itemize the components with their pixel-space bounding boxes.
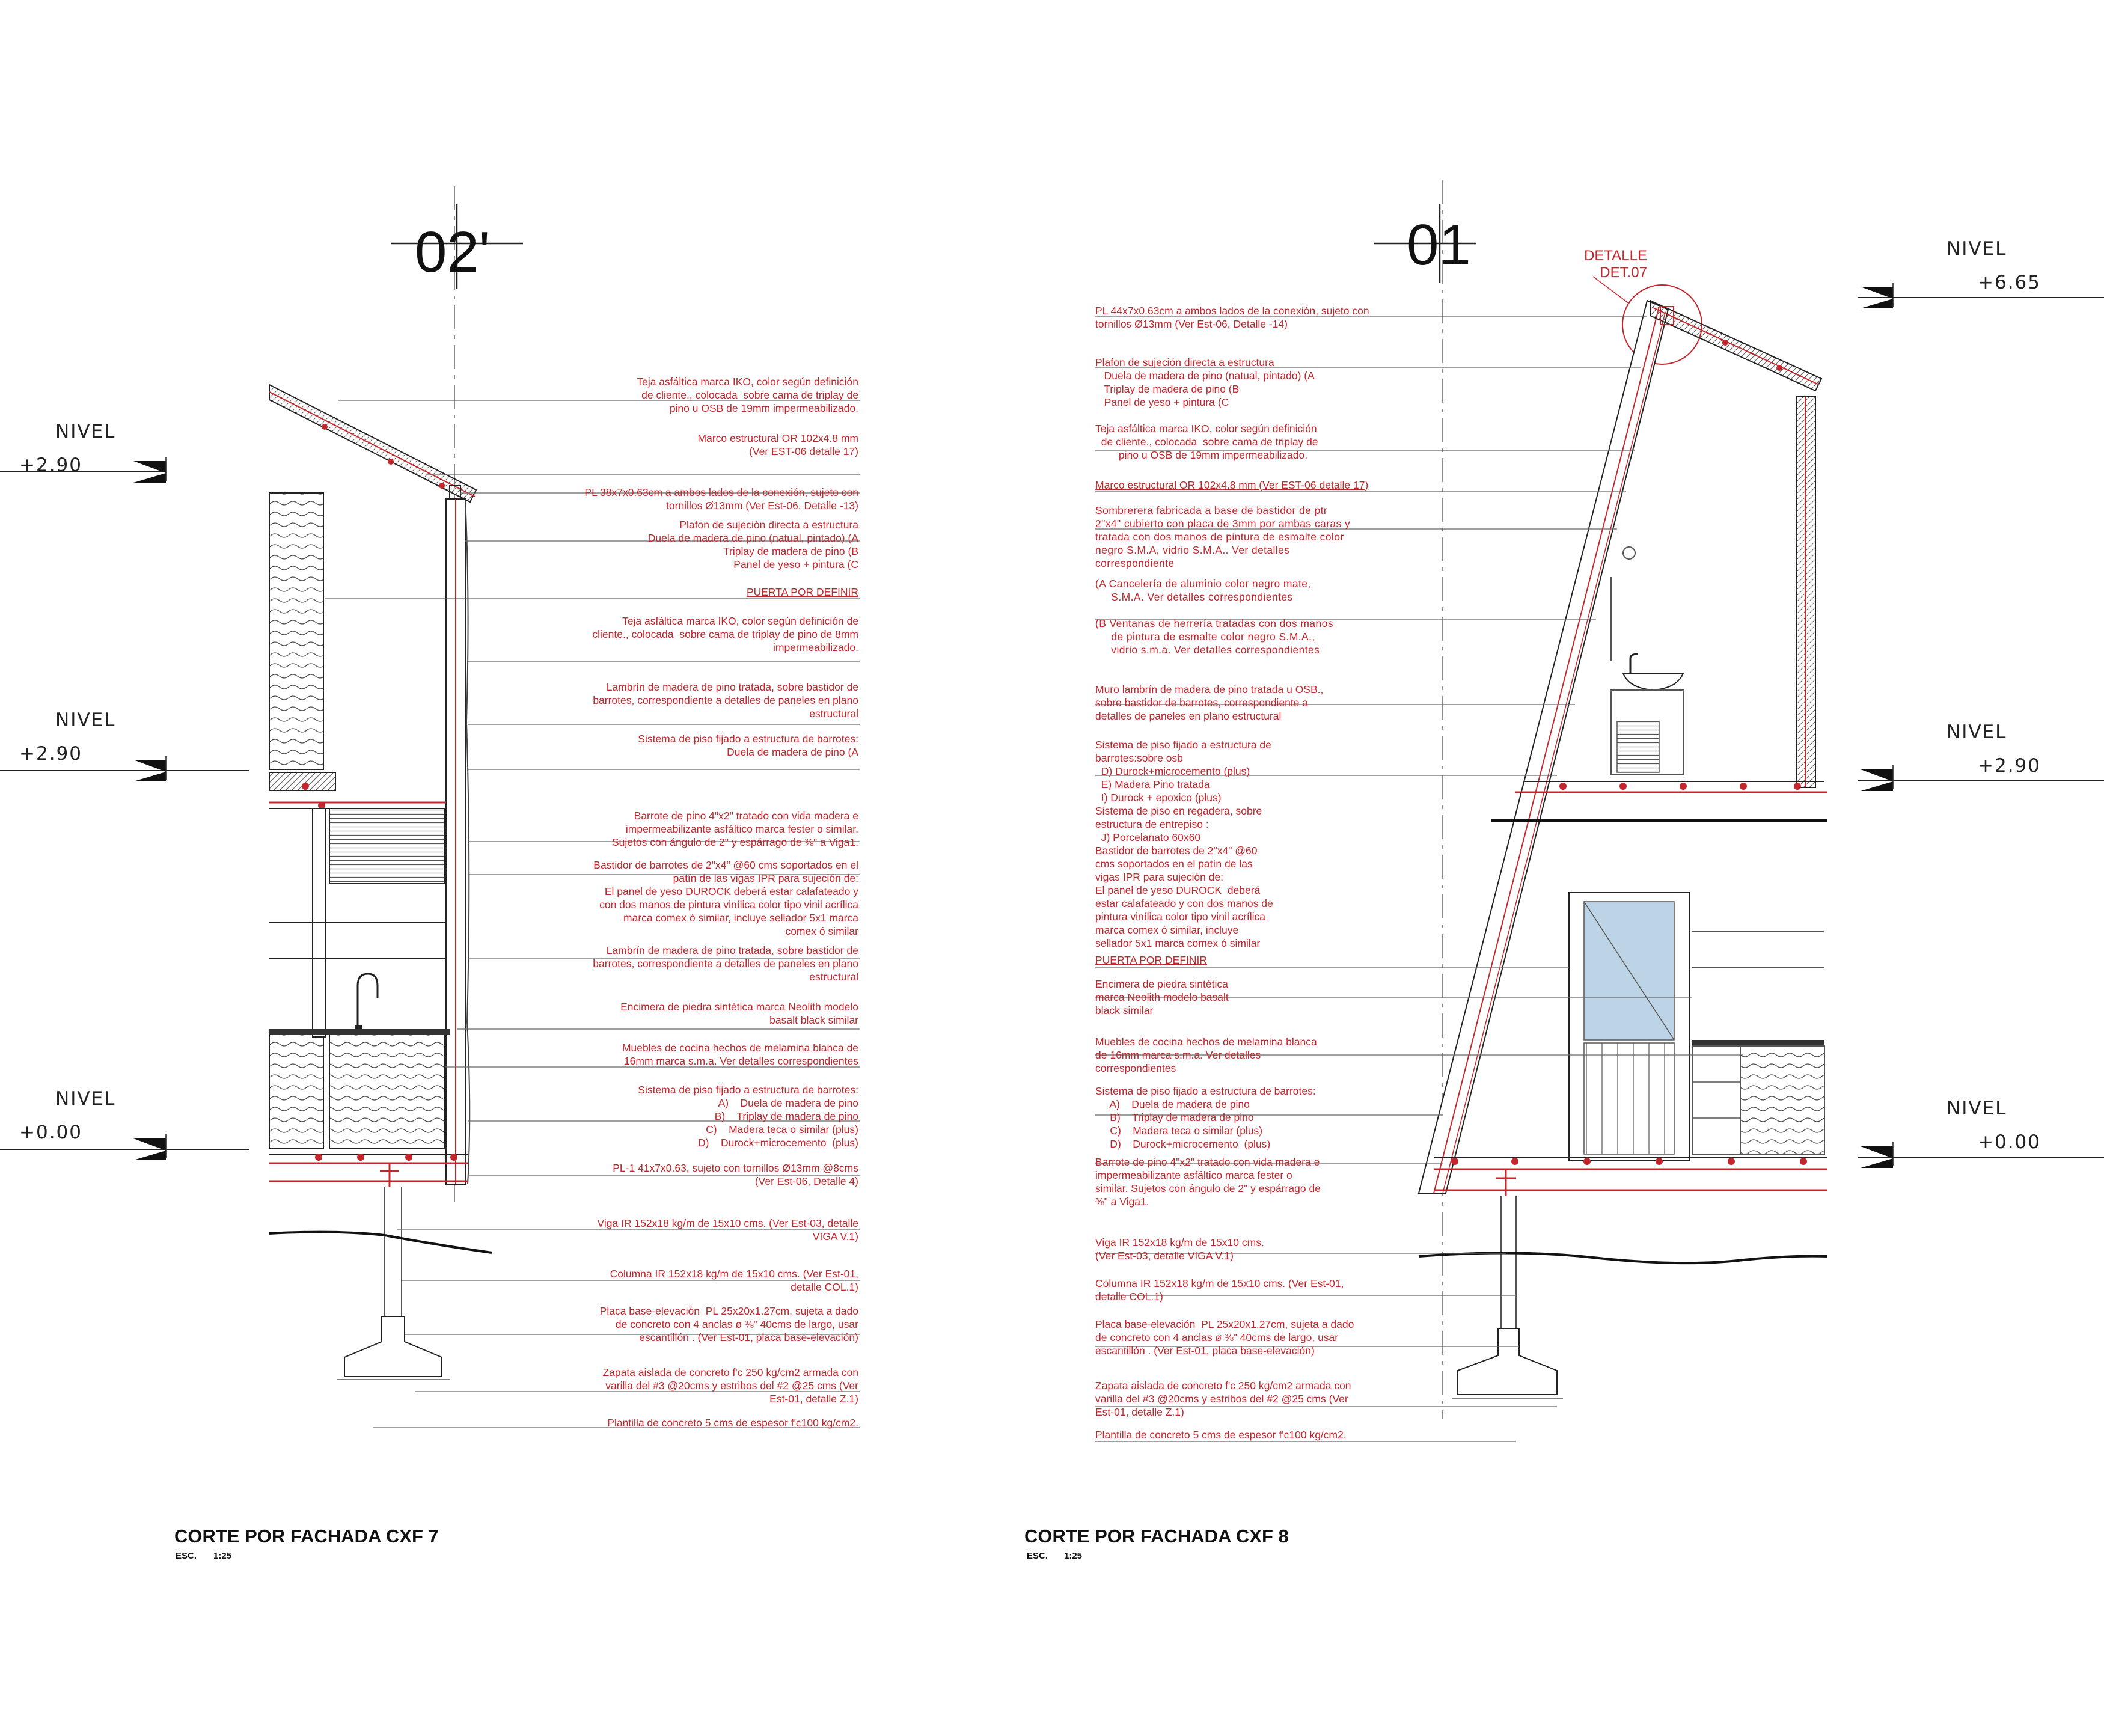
level-value: +2.90	[19, 743, 82, 765]
annotation: Barrote de pino 4"x2" tratado con vida m…	[1095, 1156, 1321, 1208]
level-label: NIVEL	[55, 709, 116, 731]
level-label: NIVEL	[55, 421, 116, 442]
annotation: Encimera de piedra sintética marca Neoli…	[620, 1001, 858, 1026]
level-value: +2.90	[19, 454, 82, 476]
annotation: Plantilla de concreto 5 cms de espesor f…	[607, 1417, 858, 1429]
grid-axis-label-right: 01	[1407, 213, 1471, 277]
annotation: Barrote de pino 4"x2" tratado con vida m…	[611, 810, 858, 848]
annotation: Viga IR 152x18 kg/m de 15x10 cms. (Ver E…	[597, 1217, 859, 1242]
annotation: PL 38x7x0.63cm a ambos lados de la conex…	[584, 486, 858, 512]
section-title-right: CORTE POR FACHADA CXF 8	[1024, 1526, 1289, 1547]
annotation: Marco estructural OR 102x4.8 mm (Ver EST…	[1095, 479, 1369, 491]
annotation: Encimera de piedra sintética marca Neoli…	[1095, 978, 1229, 1016]
annotation: Columna IR 152x18 kg/m de 15x10 cms. (Ve…	[1095, 1277, 1344, 1303]
annotation: (B Ventanas de herrería tratadas con dos…	[1095, 617, 1333, 656]
annotation: PL 44x7x0.63cm a ambos lados de la conex…	[1095, 305, 1369, 330]
grid-axis-label-left: 02'	[415, 220, 491, 284]
annotation: Placa base-elevación PL 25x20x1.27cm, su…	[1095, 1318, 1354, 1357]
annotation-door: PUERTA POR DEFINIR	[1095, 954, 1208, 966]
level-label: NIVEL	[55, 1088, 116, 1110]
annotation: Sistema de piso fijado a estructura de b…	[638, 733, 858, 758]
annotation: Sistema de piso fijado a estructura de b…	[1095, 1085, 1316, 1150]
level-value: +2.90	[1978, 755, 2041, 777]
left-section	[0, 186, 860, 1428]
level-value: +0.00	[1978, 1131, 2041, 1153]
annotation: Sombrerera fabricada a base de bastidor …	[1095, 504, 1351, 569]
scale-label: ESC.	[1027, 1551, 1048, 1561]
annotation: Plantilla de concreto 5 cms de espesor f…	[1095, 1429, 1347, 1441]
annotation: Bastidor de barrotes de 2"x4" @60 cms so…	[593, 859, 858, 937]
annotation: Zapata aislada de concreto f'c 250 kg/cm…	[602, 1366, 858, 1405]
level-label: NIVEL	[1947, 1098, 2007, 1119]
annotation: Lambrín de madera de pino tratada, sobre…	[593, 944, 858, 983]
annotation: Columna IR 152x18 kg/m de 15x10 cms. (Ve…	[610, 1268, 858, 1293]
annotation: Marco estructural OR 102x4.8 mm (Ver EST…	[697, 432, 858, 457]
annotation: PL-1 41x7x0.63, sujeto con tornillos Ø13…	[613, 1162, 858, 1187]
annotation: Viga IR 152x18 kg/m de 15x10 cms. (Ver E…	[1095, 1236, 1264, 1262]
level-label: NIVEL	[1947, 238, 2007, 260]
annotation: Zapata aislada de concreto f'c 250 kg/cm…	[1095, 1380, 1351, 1418]
annotation: Muebles de cocina hechos de melamina bla…	[1095, 1036, 1317, 1074]
level-value: +0.00	[19, 1122, 82, 1143]
scale-label: ESC.	[176, 1551, 197, 1561]
section-title-left: CORTE POR FACHADA CXF 7	[174, 1526, 439, 1547]
annotation: Teja asfáltica marca IKO, color según de…	[637, 376, 858, 414]
annotation: (A Cancelería de aluminio color negro ma…	[1095, 578, 1311, 603]
annotation: Muebles de cocina hechos de melamina bla…	[622, 1042, 858, 1067]
annotation-door: PUERTA POR DEFINIR	[746, 586, 858, 598]
annotation: Teja asfáltica marca IKO, color según de…	[1095, 423, 1318, 461]
level-label: NIVEL	[1947, 721, 2007, 743]
level-value: +6.65	[1978, 272, 2041, 293]
annotation: Sistema de piso fijado a estructura de b…	[1095, 739, 1273, 949]
scale-value: 1:25	[213, 1551, 232, 1561]
annotation: Placa base-elevación PL 25x20x1.27cm, su…	[599, 1305, 858, 1343]
annotation: Teja asfáltica marca IKO, color según de…	[592, 615, 858, 653]
annotation: Plafon de sujeción directa a estructura …	[1095, 356, 1315, 408]
annotation: Muro lambrín de madera de pino tratada u…	[1095, 683, 1324, 722]
annotation: Sistema de piso fijado a estructura de b…	[638, 1084, 858, 1149]
annotation: Plafon de sujeción directa a estructura …	[647, 519, 858, 570]
right-section	[1095, 180, 2104, 1442]
scale-value: 1:25	[1064, 1551, 1083, 1561]
detail-callout: DETALLE DET.07	[1584, 248, 1647, 281]
annotation: Lambrín de madera de pino tratada, sobre…	[593, 681, 858, 720]
